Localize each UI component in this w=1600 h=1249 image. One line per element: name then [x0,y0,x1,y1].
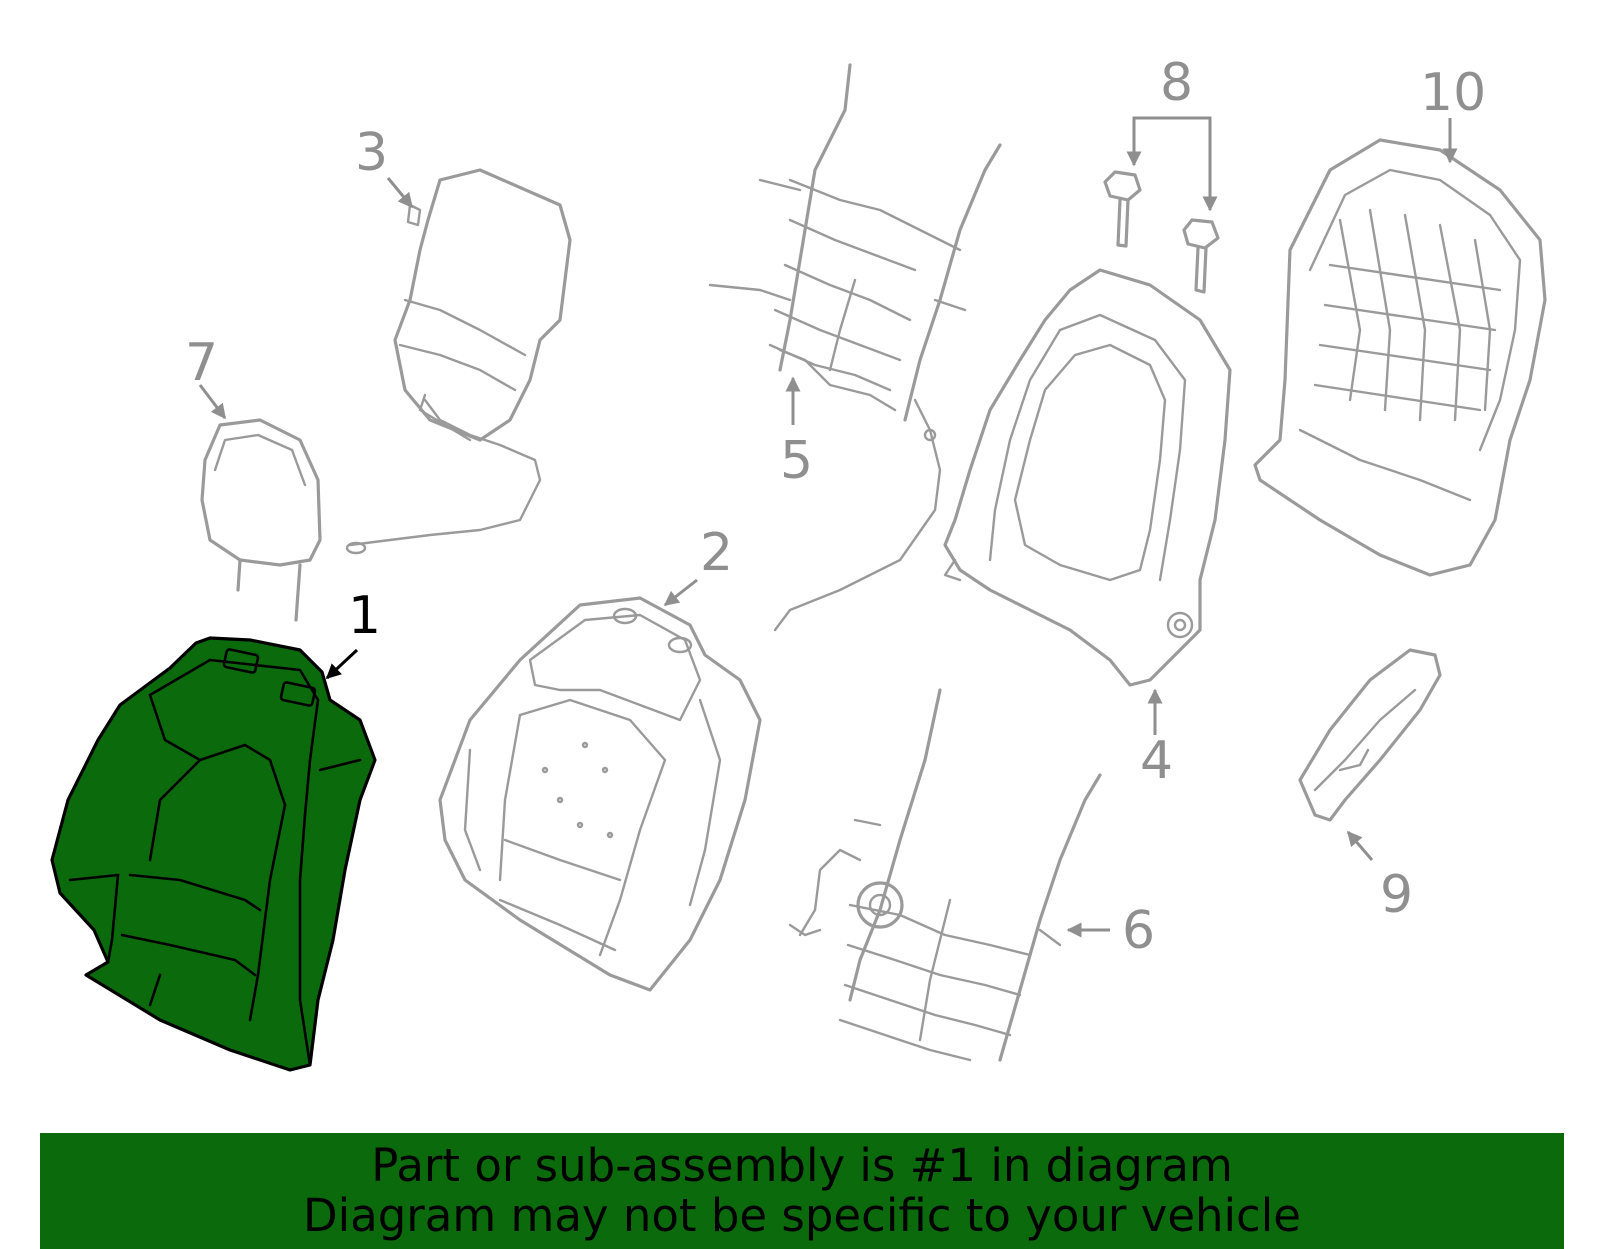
part-1-seat-back-cover [50,636,377,1072]
part-10-back-panel [1253,138,1547,577]
callout-label-7: 7 [185,333,218,393]
parts-diagram: 1 2 3 4 5 6 7 8 9 10 [50,53,1547,1072]
callout-9: 9 [1346,830,1413,925]
callout-3: 3 [355,123,414,209]
callout-label-9: 9 [1380,865,1413,925]
callout-label-6: 6 [1122,901,1155,961]
callout-10: 10 [1420,63,1486,164]
part-5-upper-suspension [708,63,1002,632]
callout-label-3: 3 [355,123,388,183]
callout-7: 7 [185,333,227,420]
callout-1: 1 [325,586,381,680]
callout-label-1: 1 [348,586,381,646]
part-3-heater-mat [345,168,572,555]
part-7-headrest [200,418,322,622]
callout-label-5: 5 [780,431,813,491]
callout-label-2: 2 [700,523,733,583]
callout-4: 4 [1140,688,1173,791]
part-9-trim-cover [1298,648,1442,822]
callout-label-8: 8 [1160,53,1193,113]
callout-5: 5 [780,376,813,491]
callout-label-4: 4 [1140,731,1173,791]
part-4-seat-back-frame [943,268,1232,687]
callout-2: 2 [663,523,733,607]
banner-line-2: Diagram may not be specific to your vehi… [303,1189,1301,1242]
callout-8: 8 [1126,53,1218,212]
banner-line-1: Part or sub-assembly is #1 in diagram [371,1139,1233,1192]
part-6-lower-suspension [788,688,1102,1062]
part-8-guides [1103,170,1220,294]
info-banner: Part or sub-assembly is #1 in diagram Di… [40,1133,1564,1249]
part-2-seat-back-pad [438,596,762,992]
callout-6: 6 [1066,901,1155,961]
callout-label-10: 10 [1420,63,1486,123]
